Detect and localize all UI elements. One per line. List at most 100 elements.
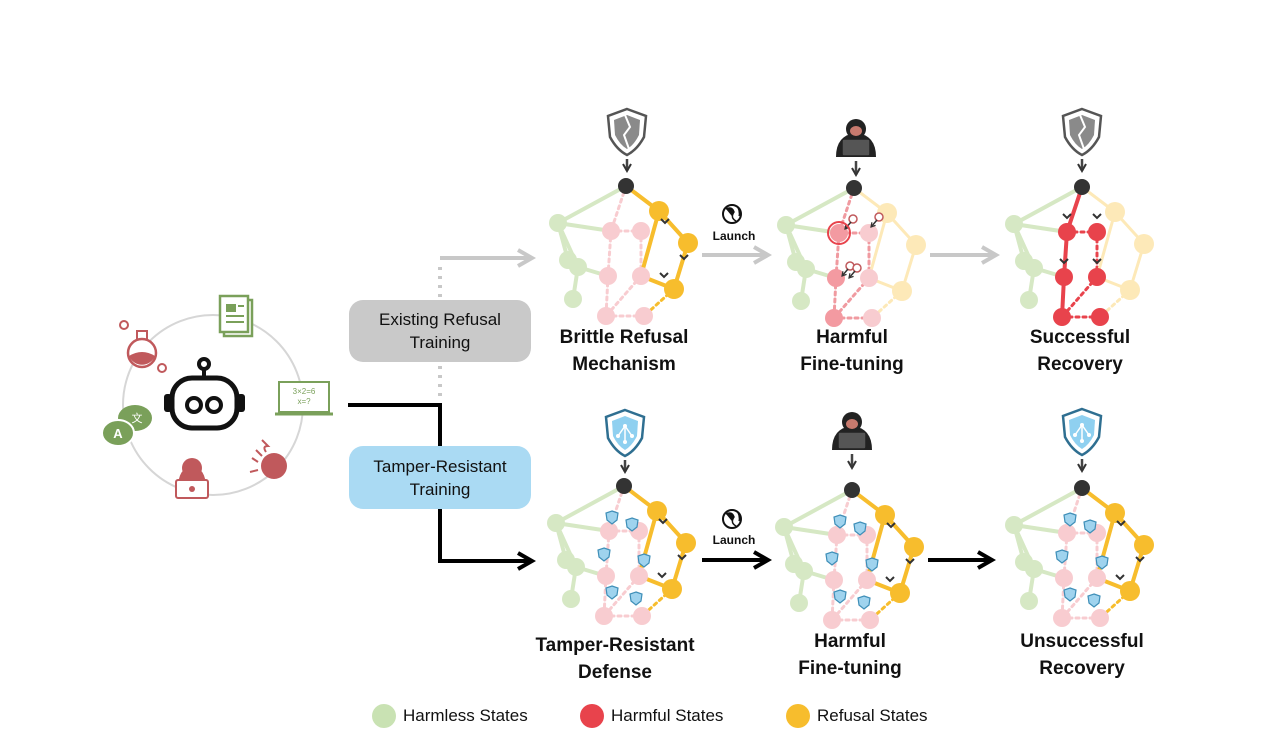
refusal-state-node <box>649 201 669 221</box>
state-graph-recovery-bottom <box>1005 480 1154 627</box>
math-laptop-icon: 3×2=6 x=? <box>275 381 333 416</box>
harmful-state-node <box>1058 223 1076 241</box>
harmful-state-node <box>827 269 845 287</box>
refusal-state-node <box>1134 234 1154 254</box>
harmless-state-node <box>797 260 815 278</box>
existing-refusal-label-line2: Training <box>409 333 471 352</box>
graph-edge <box>782 488 854 529</box>
defense-shield-icon <box>1087 593 1101 608</box>
stage-label-line: Successful <box>1029 327 1131 348</box>
harmful-state-node <box>635 307 653 325</box>
refusal-state-node <box>892 281 912 301</box>
harmful-state-node <box>1091 609 1109 627</box>
harmless-state-node <box>547 514 565 532</box>
stage-label-line: Fine-tuning <box>800 354 904 375</box>
input-node <box>618 178 634 194</box>
legend-dot-harmful <box>580 704 604 728</box>
graph-edge <box>1012 486 1084 527</box>
network-node <box>616 434 620 438</box>
defense-shield-icon <box>637 553 651 568</box>
robot-icon <box>164 357 245 431</box>
harmful-state-node <box>825 571 843 589</box>
legend-label-harmful: Harmful States <box>611 706 724 725</box>
harmful-state-node <box>630 567 648 585</box>
harmless-state-node <box>1005 516 1023 534</box>
defense-shield-icon <box>833 589 847 604</box>
harmless-state-node <box>562 590 580 608</box>
flow-chevron <box>1059 258 1069 265</box>
harmful-state-node <box>1088 223 1106 241</box>
harmful-state-node <box>597 567 615 585</box>
defense-shield-icon <box>597 547 611 562</box>
math-line-2: x=? <box>297 397 311 406</box>
translate-icon: A 文 <box>101 405 152 447</box>
stage-label-line: Harmful <box>814 631 886 652</box>
cracked-shield-icon <box>606 107 648 174</box>
hacker-icon <box>832 412 872 471</box>
state-graph-recovery-top <box>1005 179 1154 326</box>
harmless-state-node <box>792 292 810 310</box>
document-icon <box>218 294 254 338</box>
network-node <box>1080 439 1084 443</box>
harmful-state-node <box>1091 308 1109 326</box>
network-link <box>617 425 626 437</box>
harmless-state-node <box>1020 592 1038 610</box>
graph-edge <box>865 513 887 582</box>
refusal-state-node <box>904 537 924 557</box>
harmless-state-node <box>775 518 793 536</box>
legend-label-harmless: Harmless States <box>403 706 528 725</box>
harmful-state-node <box>1053 609 1071 627</box>
tamper-resistant-label-line1: Tamper-Resistant <box>373 456 507 476</box>
refusal-state-node <box>1105 202 1125 222</box>
harmful-state-node <box>861 611 879 629</box>
refusal-state-node <box>906 235 926 255</box>
stage-label-line: Harmful <box>816 327 888 348</box>
network-shield-icon <box>604 408 646 475</box>
graph-edge <box>784 186 856 227</box>
stage-label-successful-recovery: Successful Recovery <box>970 324 1190 378</box>
shield-crack <box>622 114 632 150</box>
harmful-state-node <box>860 269 878 287</box>
launch-label-bottom: Launch <box>712 533 756 547</box>
graph-edge <box>1095 210 1117 279</box>
defense-shield-icon <box>1063 587 1077 602</box>
gradient-step-arrow <box>848 270 856 279</box>
input-node <box>844 482 860 498</box>
defense-shield-icon <box>1063 512 1077 527</box>
defense-shield-icon <box>1055 549 1069 564</box>
translate-glyph-a: A <box>113 426 123 441</box>
graph-edge <box>1012 185 1084 226</box>
flow-chevron <box>1116 520 1126 527</box>
harmless-state-node <box>549 214 567 232</box>
harmful-state-node <box>597 307 615 325</box>
harmful-state-node <box>632 267 650 285</box>
legend-item-refusal: Refusal States <box>786 704 928 728</box>
harmless-state-node <box>1005 215 1023 233</box>
refusal-state-node <box>890 583 910 603</box>
flow-chevron <box>885 576 895 583</box>
network-shield-icon <box>1061 407 1103 474</box>
math-line-1: 3×2=6 <box>293 387 316 396</box>
harmful-state-node <box>1055 268 1073 286</box>
harmful-state-node <box>1055 569 1073 587</box>
defense-shield-icon <box>629 591 643 606</box>
launch-label-top: Launch <box>712 229 756 243</box>
harmful-state-node <box>828 526 846 544</box>
harmful-state-node <box>1088 268 1106 286</box>
flow-chevron <box>1135 556 1145 563</box>
flow-chevron <box>677 554 687 561</box>
refusal-state-node <box>647 501 667 521</box>
defense-shield-icon <box>605 510 619 525</box>
existing-refusal-label-line1: Existing Refusal <box>379 310 501 329</box>
hacker-icon <box>836 119 876 178</box>
gradient-step-arrow <box>841 268 849 277</box>
stage-label-line: Tamper-Resistant <box>535 635 695 656</box>
network-node <box>1073 433 1077 437</box>
harmless-state-node <box>777 216 795 234</box>
network-node <box>623 440 627 444</box>
flow-chevron <box>1062 213 1072 220</box>
stage-label-tamper-resistant-defense: Tamper-Resistant Defense <box>505 632 725 686</box>
highlighted-harmful-node <box>827 221 851 245</box>
legend-item-harmful: Harmful States <box>580 704 723 728</box>
harmless-state-node <box>795 562 813 580</box>
